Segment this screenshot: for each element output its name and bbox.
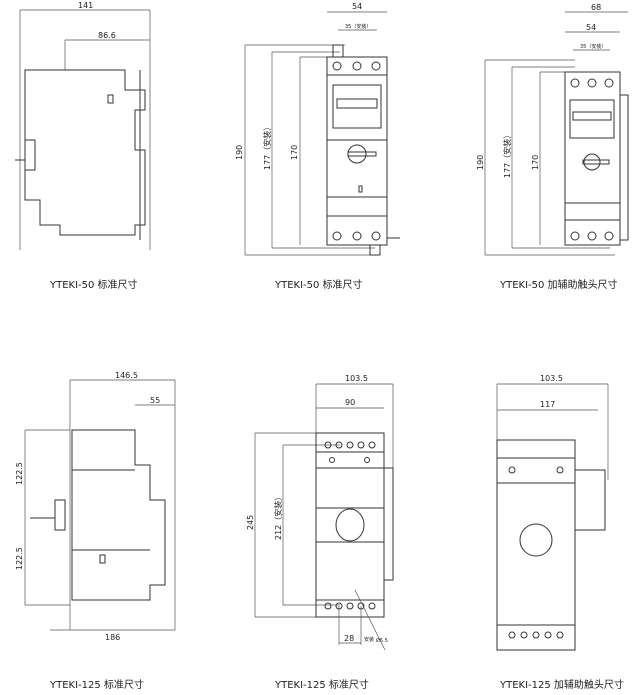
dim-117: 117 xyxy=(540,400,555,409)
dim-122-5-top: 122.5 xyxy=(15,462,24,485)
dim-103-5: 103.5 xyxy=(345,374,368,383)
dim-90: 90 xyxy=(345,398,355,407)
dim-28: 28 xyxy=(344,634,354,643)
dim-54: 54 xyxy=(352,2,362,11)
dim-245: 245 xyxy=(246,515,255,530)
dim-54b: 54 xyxy=(586,23,596,32)
dim-177b: 177（安装） xyxy=(502,131,512,178)
caption-1: YTEKI-50 标准尺寸 xyxy=(49,278,138,291)
dim-35b: 35（安装） xyxy=(580,43,606,50)
caption-6: YTEKI-125 加辅助触头尺寸 xyxy=(499,678,624,691)
dim-141: 141 xyxy=(78,1,93,10)
caption-3: YTEKI-50 加辅助触头尺寸 xyxy=(499,278,618,291)
drawing-yteki50-side: 141 86.6 xyxy=(15,1,151,250)
caption-5: YTEKI-125 标准尺寸 xyxy=(274,678,369,691)
dim-146-5: 146.5 xyxy=(115,371,138,380)
dim-68: 68 xyxy=(591,3,601,12)
dim-170: 170 xyxy=(290,145,299,160)
dim-190b: 190 xyxy=(476,155,485,170)
dim-55: 55 xyxy=(150,396,160,405)
dim-hole: Ø5.5 xyxy=(376,637,388,644)
drawing-yteki50-aux: 68 54 35（安装） 190 177（安装） 170 xyxy=(476,3,629,256)
mount-label: 安装 xyxy=(364,636,374,643)
drawing-yteki125-front: 103.5 90 245 212（安装） 28 安装 Ø5.5 xyxy=(246,374,394,651)
dim-212: 212（安装） xyxy=(273,493,283,540)
dim-35: 35（安装） xyxy=(345,23,371,30)
dim-186: 186 xyxy=(105,633,120,642)
dim-103-5b: 103.5 xyxy=(540,374,563,383)
dim-177: 177（安装） xyxy=(262,123,272,170)
dim-86-6: 86.6 xyxy=(98,31,116,40)
drawing-yteki50-front: 54 35（安装） 190 177（安装） 170 xyxy=(235,2,400,256)
drawing-yteki125-aux: 103.5 117 xyxy=(496,374,609,651)
dim-122-5-bottom: 122.5 xyxy=(15,547,24,570)
caption-4: YTEKI-125 标准尺寸 xyxy=(49,678,144,691)
caption-2: YTEKI-50 标准尺寸 xyxy=(274,278,363,291)
drawing-yteki125-side: 146.5 55 122.5 122.5 186 xyxy=(15,371,176,642)
dim-190: 190 xyxy=(235,145,244,160)
dim-170b: 170 xyxy=(531,155,540,170)
